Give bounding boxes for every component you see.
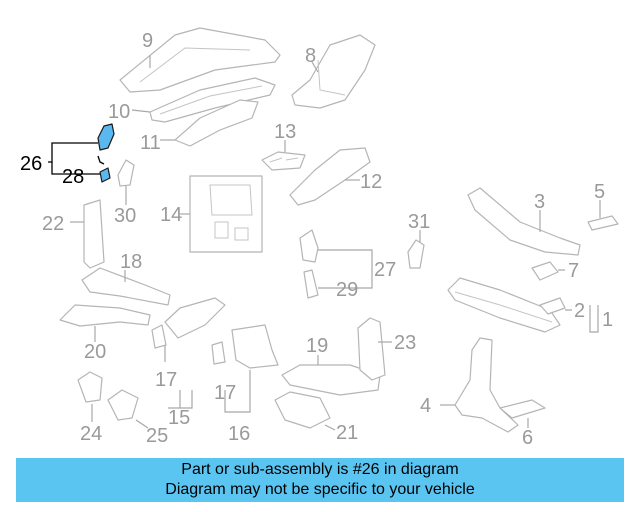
part-25-bracket xyxy=(107,389,149,429)
part-6-trim xyxy=(499,399,546,428)
part-18-duct xyxy=(81,267,171,306)
part-16-assembly xyxy=(211,324,279,413)
callout-4: 4 xyxy=(420,395,431,417)
callout-28: 28 xyxy=(62,166,84,188)
part-21-bracket xyxy=(274,391,336,431)
callout-30: 30 xyxy=(114,205,136,227)
callout-21: 21 xyxy=(336,422,358,444)
callout-7: 7 xyxy=(568,260,579,282)
callout-19: 19 xyxy=(306,335,328,357)
callout-5: 5 xyxy=(594,181,605,203)
part-12-duct xyxy=(289,147,371,206)
callout-3: 3 xyxy=(534,191,545,213)
callout-23: 23 xyxy=(394,332,416,354)
part-31-clip xyxy=(407,230,425,269)
part-13-grille xyxy=(261,140,306,171)
callout-22: 22 xyxy=(42,213,64,235)
banner-line-1: Part or sub-assembly is #26 in diagram xyxy=(181,461,459,478)
callout-31: 31 xyxy=(408,211,430,233)
part-14-assembly xyxy=(180,175,263,253)
callout-13: 13 xyxy=(274,121,296,143)
callout-18: 18 xyxy=(120,251,142,273)
part-19-duct xyxy=(281,355,381,396)
callout-17a: 17 xyxy=(155,369,177,391)
callout-12: 12 xyxy=(360,171,382,193)
callout-20: 20 xyxy=(84,341,106,363)
callout-1: 1 xyxy=(602,309,613,331)
part-30-clip xyxy=(117,159,135,205)
callout-24: 24 xyxy=(80,423,102,445)
part-27-assembly xyxy=(299,229,373,299)
callout-10: 10 xyxy=(108,101,130,123)
callout-6: 6 xyxy=(522,427,533,449)
part-5-trim xyxy=(587,200,619,231)
part-23-panel xyxy=(357,317,392,381)
callout-17b: 17 xyxy=(214,382,236,404)
part-7-clip xyxy=(531,261,565,281)
callout-26: 26 xyxy=(20,153,42,175)
part-8-bracket xyxy=(291,34,376,109)
callout-8: 8 xyxy=(305,45,316,67)
callout-9: 9 xyxy=(142,30,153,52)
callout-29: 29 xyxy=(336,279,358,301)
part-20-duct xyxy=(59,304,151,342)
callout-15: 15 xyxy=(168,407,190,429)
callout-14: 14 xyxy=(160,204,182,226)
callout-27: 27 xyxy=(374,259,396,281)
callout-11: 11 xyxy=(140,132,161,154)
banner-line-2: Diagram may not be specific to your vehi… xyxy=(165,481,475,498)
parts-diagram: 9 10 11 8 13 12 14 26 28 30 22 18 20 17 … xyxy=(20,27,619,449)
part-3-duct xyxy=(467,187,581,256)
callout-2: 2 xyxy=(574,300,585,322)
part-15-assembly xyxy=(151,297,226,409)
part-26-highlighted xyxy=(48,123,115,183)
part-22-panel xyxy=(70,199,105,269)
part-24-bracket xyxy=(77,371,103,422)
part-1-duct xyxy=(447,277,599,333)
part-9-duct xyxy=(119,27,281,93)
part-11-duct xyxy=(160,99,259,147)
part-4-duct xyxy=(440,337,519,433)
part-10-duct xyxy=(131,77,276,123)
callout-25: 25 xyxy=(146,425,168,447)
callout-16: 16 xyxy=(228,423,250,445)
info-banner: Part or sub-assembly is #26 in diagram D… xyxy=(16,458,624,502)
